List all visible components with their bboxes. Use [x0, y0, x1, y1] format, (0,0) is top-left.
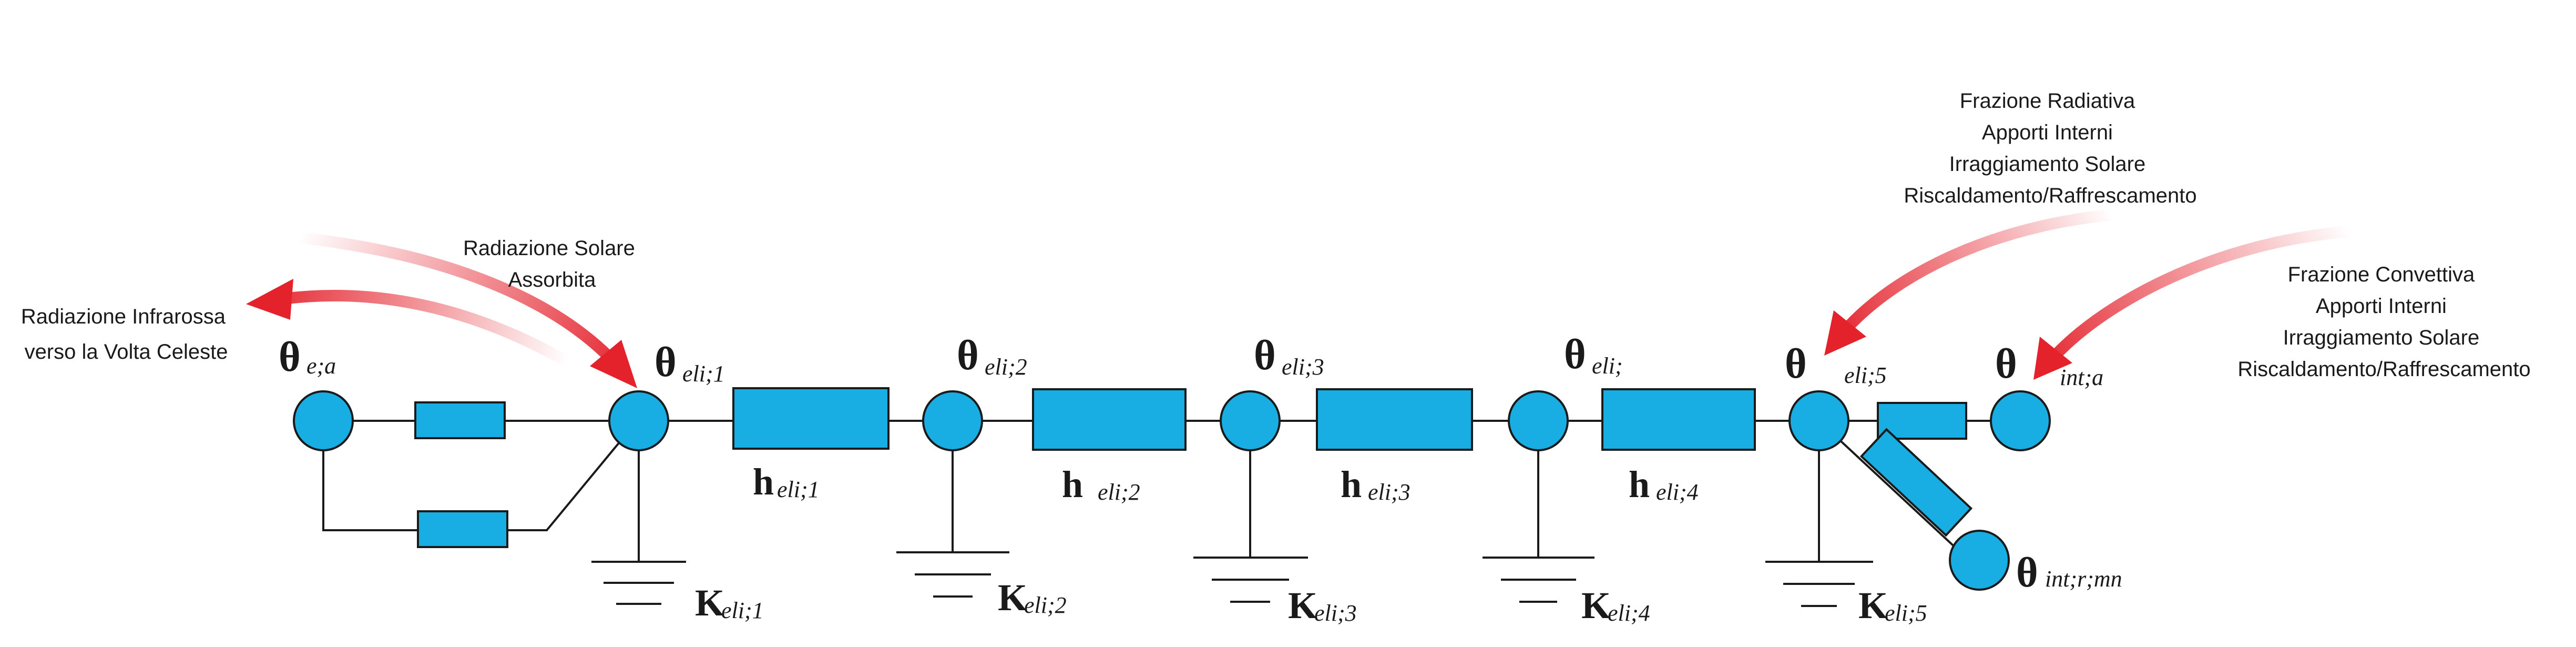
svg-text:θ: θ — [655, 339, 677, 386]
resistor-internal-radiative — [1859, 428, 1973, 537]
label-k-eli-2: K eli;2 — [998, 577, 1067, 619]
svg-text:θ: θ — [957, 332, 979, 379]
solar-absorbed-caption: Radiazione Solare Assorbita — [463, 237, 641, 291]
svg-text:eli;2: eli;2 — [985, 354, 1027, 380]
svg-text:K: K — [998, 577, 1027, 619]
label-theta-eli-1: θ eli;1 — [655, 339, 725, 387]
svg-text:h: h — [1062, 463, 1083, 506]
radiative-fraction-caption: Frazione Radiativa Apporti Interni Irrag… — [1904, 89, 2196, 207]
svg-text:θ: θ — [1995, 341, 2017, 387]
node-theta-eli-1 — [608, 390, 669, 451]
label-theta-eli-4: θ eli; — [1564, 331, 1623, 379]
resistor-h-eli-2 — [1032, 388, 1187, 451]
svg-text:eli;3: eli;3 — [1282, 354, 1324, 380]
solar-absorbed-arrow — [294, 232, 637, 388]
label-k-eli-5: K eli;5 — [1858, 584, 1927, 626]
label-h-eli-4: h eli;4 — [1629, 463, 1699, 506]
svg-text:eli;: eli; — [1592, 353, 1623, 379]
label-theta-int-r-mn: θ int;r;mn — [2016, 550, 2122, 596]
svg-text:eli;4: eli;4 — [1608, 600, 1650, 626]
convective-fraction-caption: Frazione Convettiva Apporti Interni Irra… — [2237, 263, 2530, 381]
svg-text:eli;2: eli;2 — [1024, 592, 1067, 618]
label-theta-int-a: θ int;a — [1995, 341, 2103, 390]
ground-symbol-1 — [591, 561, 686, 605]
svg-text:eli;2: eli;2 — [1098, 479, 1140, 505]
svg-text:e;a: e;a — [306, 353, 336, 379]
radiative-fraction-arrow — [1824, 209, 2119, 356]
svg-text:θ: θ — [2016, 550, 2038, 596]
svg-text:h: h — [1341, 463, 1362, 506]
svg-text:eli;4: eli;4 — [1656, 479, 1699, 505]
svg-text:eli;3: eli;3 — [1314, 600, 1357, 626]
convective-fraction-arrow — [2033, 226, 2356, 380]
infrared-arrow — [246, 279, 574, 368]
resistor-exterior-top — [414, 401, 506, 439]
label-theta-eli-2: θ eli;2 — [957, 332, 1027, 380]
svg-text:h: h — [753, 461, 774, 503]
node-theta-e-a — [293, 390, 354, 451]
label-k-eli-3: K eli;3 — [1288, 584, 1357, 626]
label-theta-eli-3: θ eli;3 — [1254, 332, 1324, 380]
svg-text:θ: θ — [279, 334, 301, 380]
node-theta-eli-5 — [1788, 390, 1849, 451]
svg-text:eli;1: eli;1 — [721, 598, 764, 623]
svg-text:θ: θ — [1785, 341, 1807, 387]
label-h-eli-1: h eli;1 — [753, 461, 820, 503]
svg-text:eli;5: eli;5 — [1885, 600, 1927, 626]
label-k-eli-4: K eli;4 — [1581, 584, 1650, 626]
svg-text:K: K — [1288, 584, 1317, 626]
label-theta-e-a: θ e;a — [279, 334, 336, 380]
node-theta-int-r-mn — [1949, 530, 2010, 591]
resistor-h-eli-4 — [1601, 388, 1756, 451]
infrared-caption: Radiazione Infrarossa verso la Volta Cel… — [21, 305, 231, 363]
svg-text:eli;1: eli;1 — [682, 361, 725, 387]
svg-text:K: K — [695, 582, 724, 624]
svg-text:h: h — [1629, 463, 1650, 506]
ground-symbol-3 — [1193, 557, 1308, 603]
svg-text:eli;1: eli;1 — [777, 477, 820, 502]
resistor-internal-convective — [1877, 402, 1967, 440]
ground-symbol-2 — [896, 551, 1009, 598]
svg-text:int;a: int;a — [2060, 365, 2103, 390]
label-theta-eli-5: θ eli;5 — [1785, 341, 1887, 388]
svg-text:eli;5: eli;5 — [1844, 362, 1887, 388]
svg-text:K: K — [1581, 584, 1611, 626]
resistor-exterior-bottom — [417, 510, 508, 548]
label-h-eli-2: h eli;2 — [1062, 463, 1140, 506]
svg-text:K: K — [1858, 584, 1888, 626]
node-theta-eli-3 — [1220, 390, 1281, 451]
ground-symbol-4 — [1483, 557, 1594, 603]
svg-text:int;r;mn: int;r;mn — [2045, 566, 2122, 592]
node-theta-int-a — [1990, 390, 2051, 451]
node-theta-eli-2 — [922, 390, 983, 451]
svg-text:θ: θ — [1254, 332, 1276, 379]
node-theta-eli-4 — [1508, 390, 1569, 451]
resistor-h-eli-3 — [1316, 388, 1473, 451]
label-k-eli-1: K eli;1 — [695, 582, 764, 624]
resistor-h-eli-1 — [732, 387, 890, 450]
ground-symbol-5 — [1765, 561, 1873, 607]
svg-text:eli;3: eli;3 — [1368, 479, 1410, 505]
svg-text:θ: θ — [1564, 331, 1586, 378]
label-h-eli-3: h eli;3 — [1341, 463, 1410, 506]
